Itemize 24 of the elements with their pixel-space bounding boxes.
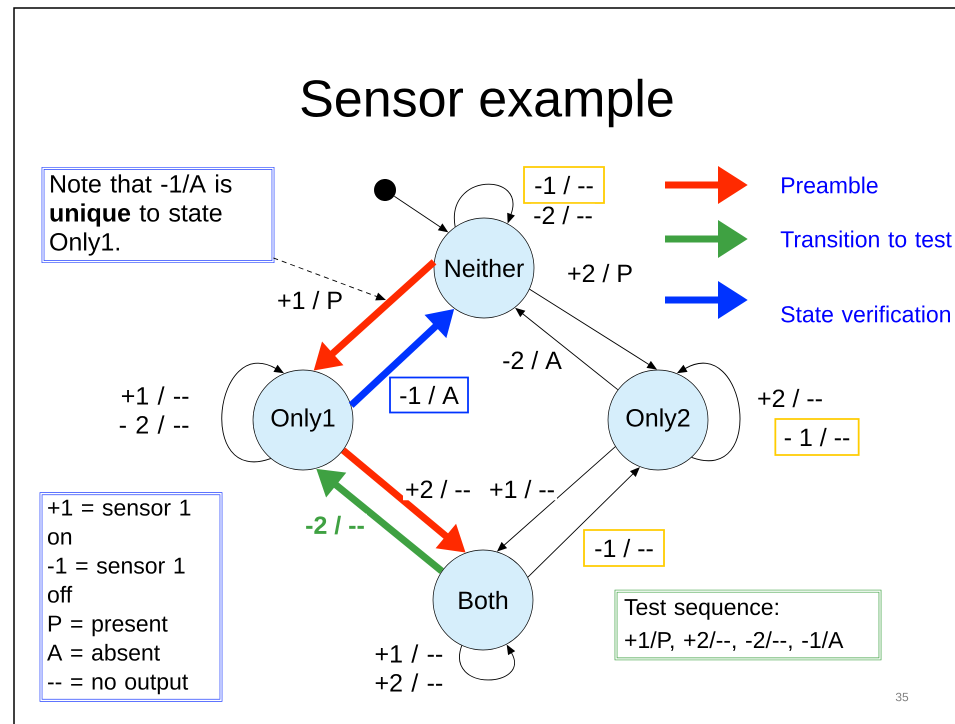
transition-label-box: -1 / A — [389, 376, 469, 414]
edge-label: +1 / P — [275, 288, 346, 312]
start-dot — [374, 179, 396, 201]
legend-label: Transition to test — [780, 230, 952, 248]
legend-label: State verification — [781, 306, 950, 322]
edge-label: -2 / -- — [303, 514, 367, 536]
title: Sensor example — [302, 78, 672, 128]
arrow — [527, 467, 640, 578]
transition-label-box: -1 / -- — [583, 529, 665, 567]
page-number: 35 — [896, 692, 908, 702]
edge-label: +2 / -- — [755, 386, 825, 410]
edge-label: -2 / -- — [531, 204, 595, 226]
legend-label: Preamble — [782, 176, 878, 194]
edge-label: +1 / -- - 2 / -- — [112, 384, 192, 436]
edge-label: +2 / P — [565, 262, 636, 284]
edge-label: +1 / -- — [487, 478, 557, 500]
key-box: +1 = sensor 1 on -1 = sensor 1 off P = present A = absent -- = no output — [40, 492, 222, 702]
edge-label: -2 / A — [500, 348, 564, 372]
self-loop-arrow — [454, 184, 515, 228]
transition-label-box: -1 / -- — [523, 166, 605, 204]
transition-label-box: - 1 / -- — [774, 418, 860, 456]
test-sequence-box: Test sequence: +1/P, +2/--, -2/--, -1/A — [614, 590, 882, 660]
edge-label: +2 / -- — [403, 478, 473, 500]
note-box: Note that -1/A is unique to state Only1. — [42, 166, 274, 264]
